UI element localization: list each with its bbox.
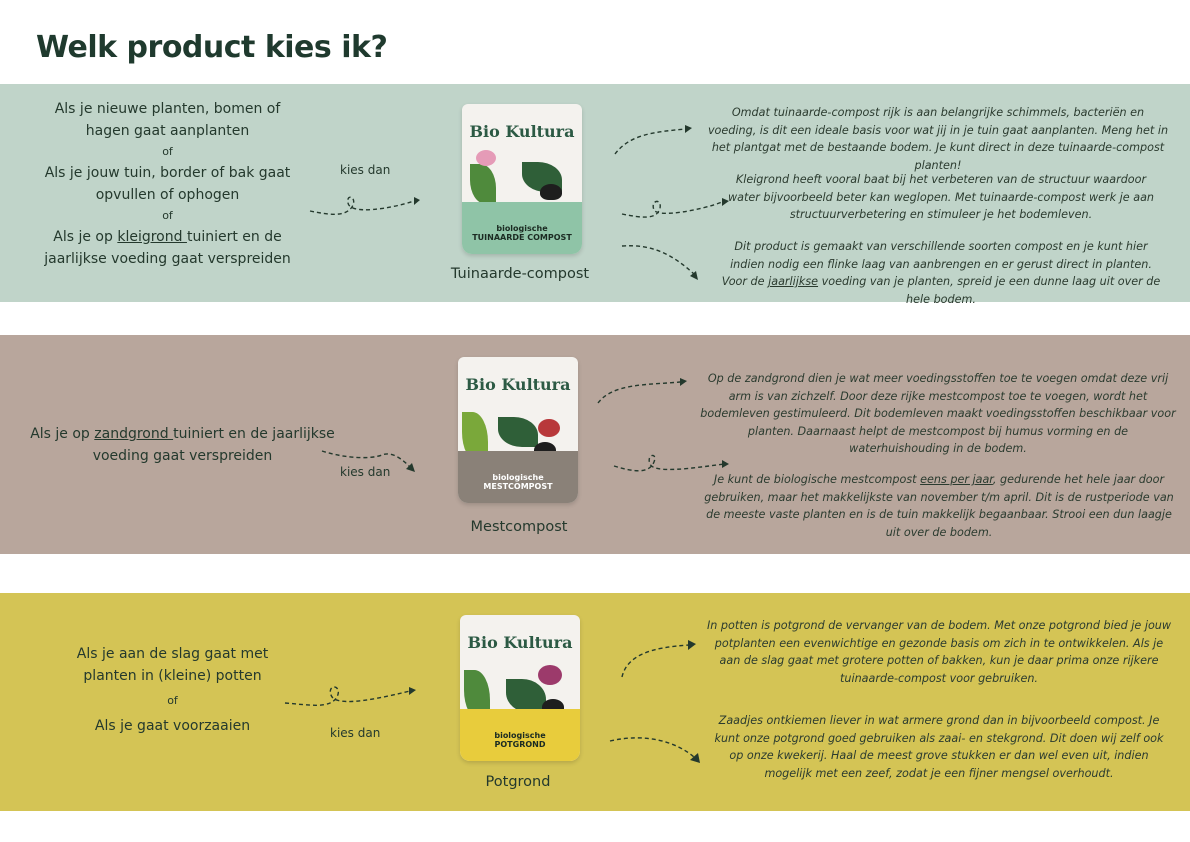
zandgrond-link: zandgrond (94, 426, 174, 442)
brand-logo: Bio Kultura (467, 633, 573, 652)
condition: Als je op kleigrond tuiniert en de jaarl… (20, 226, 315, 270)
text: Je kunt de biologische mestcompost (713, 473, 921, 486)
or-label: of (162, 145, 173, 158)
arrow-icon (614, 125, 692, 155)
conditions: Als je aan de slag gaat met planten in (… (20, 643, 325, 737)
description: In potten is potgrond de vervanger van d… (706, 619, 1172, 685)
product-name: Potgrond (485, 774, 551, 790)
condition: Als je jouw tuin, border of bak gaat opv… (44, 165, 291, 203)
bag-label: TUINAARDE COMPOST (472, 233, 572, 242)
condition: Als je nieuwe planten, bomen of hagen ga… (54, 101, 281, 139)
text: tuiniert en de jaarlijkse voeding gaat v… (92, 426, 335, 464)
kleigrond-link: kleigrond (117, 229, 187, 245)
page-title: Welk product kies ik? (36, 30, 388, 65)
or-label: of (162, 209, 173, 222)
kies-dan-label: kies dan (330, 726, 381, 740)
kies-dan-label: kies dan (340, 465, 391, 479)
section-mestcompost: Als je op zandgrond tuiniert en de jaarl… (0, 335, 1190, 554)
kies-dan-label: kies dan (340, 163, 391, 177)
description: Je kunt de biologische mestcompost eens … (702, 471, 1176, 541)
text: Dit product is gemaakt van verschillende… (721, 240, 1152, 288)
text: Als je op (53, 229, 118, 245)
conditions: Als je nieuwe planten, bomen of hagen ga… (20, 98, 315, 270)
arrow-icon (621, 245, 698, 280)
section-tuinaarde-compost: Als je nieuwe planten, bomen of hagen ga… (0, 84, 1190, 306)
description: Zaadjes ontkiemen liever in wat armere g… (714, 714, 1164, 780)
arrow-icon (609, 737, 700, 763)
brand-logo: Bio Kultura (469, 122, 575, 141)
or-label: of (167, 694, 178, 707)
bag-label: POTGROND (494, 740, 546, 749)
description: Kleigrond heeft vooral baat bij het verb… (727, 173, 1155, 221)
bag-label: biologische (496, 224, 548, 233)
bag-label: biologische (492, 473, 544, 482)
text: Als je op (30, 426, 95, 442)
section-potgrond: Als je aan de slag gaat met planten in (… (0, 593, 1190, 811)
eens-per-jaar-link: eens per jaar (920, 473, 993, 486)
arrow-icon (621, 198, 729, 218)
description: Op de zandgrond dien je wat meer voeding… (700, 372, 1176, 455)
arrow-icon (284, 686, 416, 706)
text: tuiniert en de jaarlijkse voeding gaat v… (44, 229, 291, 267)
arrow-icon (613, 454, 729, 472)
arrow-icon (321, 450, 415, 472)
condition: Als je aan de slag gaat met planten in (… (76, 646, 269, 684)
brand-logo: Bio Kultura (465, 375, 571, 394)
arrow-icon (309, 196, 420, 215)
jaarlijkse-link: jaarlijkse (768, 275, 819, 288)
condition: Als je op zandgrond tuiniert en de jaarl… (25, 423, 340, 467)
product-name: Tuinaarde-compost (450, 266, 590, 282)
product-name: Mestcompost (470, 519, 568, 535)
description: Omdat tuinaarde-compost rijk is aan bela… (707, 106, 1169, 172)
arrow-icon (621, 640, 696, 678)
condition: Als je gaat voorzaaien (94, 718, 251, 734)
text: voeding van je planten, spreid je een du… (818, 275, 1161, 306)
description: Dit product is gemaakt van verschillende… (716, 238, 1166, 308)
bag-label: biologische (494, 731, 546, 740)
bag-label: MESTCOMPOST (483, 482, 553, 491)
arrow-icon (597, 378, 687, 404)
text: , gedurende het hele jaar door gebruiken… (704, 473, 1174, 539)
